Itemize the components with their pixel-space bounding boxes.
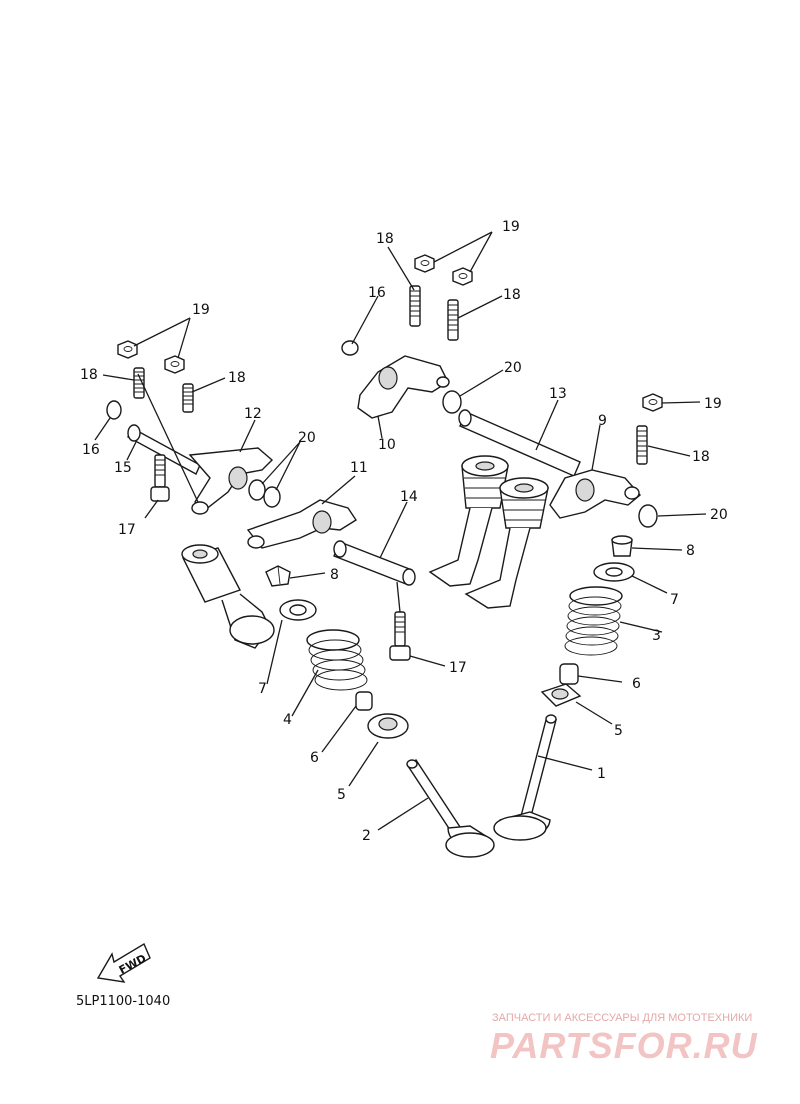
o-ring-20-top — [442, 390, 462, 414]
callout-4: 4 — [283, 712, 292, 728]
rocker-shaft-15 — [127, 424, 201, 475]
exhaust-valve-2 — [406, 758, 495, 858]
tappet-right-a — [428, 455, 509, 587]
callout-1: 1 — [597, 766, 606, 782]
bolt-17-left — [150, 454, 170, 502]
fwd-arrow-icon: FWD — [96, 942, 151, 983]
stud-18-left-a — [133, 367, 145, 399]
callout-14: 14 — [400, 489, 418, 505]
nut-19-left-a — [117, 340, 138, 359]
stud-18-top-a — [409, 285, 421, 327]
nut-19-top-a — [414, 254, 435, 273]
o-ring-20-right — [638, 504, 658, 528]
callout-18: 18 — [80, 367, 98, 383]
callout-8: 8 — [330, 567, 339, 583]
callout-19: 19 — [192, 302, 210, 318]
bolt-17-center — [389, 611, 411, 661]
callout-numbers: 19 18 18 16 15 12 20 17 11 14 8 17 7 4 6… — [80, 219, 728, 844]
spring-retainer-7-right — [593, 562, 635, 582]
valve-spring-4 — [306, 629, 368, 691]
watermark-logo: PARTSFOR.RU — [490, 1025, 758, 1066]
callout-6: 6 — [632, 676, 641, 692]
stud-18-top-b — [447, 299, 459, 341]
callout-20: 20 — [710, 507, 728, 523]
callout-11: 11 — [350, 460, 368, 476]
callout-5: 5 — [337, 787, 346, 803]
diagram-code: 5LP1100-1040 — [76, 994, 170, 1009]
rocker-arm-10 — [357, 355, 450, 419]
callout-3: 3 — [652, 628, 661, 644]
collet-8-left — [265, 565, 291, 587]
leader-lines — [94, 231, 707, 831]
callout-18: 18 — [692, 449, 710, 465]
o-ring-20-left-a — [248, 479, 266, 501]
callout-18: 18 — [376, 231, 394, 247]
stud-18-right — [636, 425, 648, 465]
callout-7: 7 — [258, 681, 267, 697]
callout-9: 9 — [598, 413, 607, 429]
watermark-tagline: ЗАПЧАСТИ И АКСЕССУАРЫ ДЛЯ МОТОТЕХНИКИ — [492, 1012, 752, 1024]
callout-8: 8 — [686, 543, 695, 559]
o-ring-20-left-b — [263, 486, 281, 508]
callout-19: 19 — [502, 219, 520, 235]
nut-19-left-b — [164, 355, 185, 374]
callout-6: 6 — [310, 750, 319, 766]
nut-19-top-b — [452, 267, 473, 286]
rocker-arm-12 — [188, 447, 274, 515]
callout-20: 20 — [298, 430, 316, 446]
callout-19: 19 — [704, 396, 722, 412]
valve-spring-3 — [564, 586, 623, 656]
callout-2: 2 — [362, 828, 371, 844]
callout-15: 15 — [114, 460, 132, 476]
tappet-left — [181, 544, 275, 649]
tappet-right-b — [464, 477, 549, 609]
callout-16: 16 — [82, 442, 100, 458]
o-ring-16-top — [341, 340, 359, 356]
rocker-arm-11 — [246, 499, 357, 549]
rocker-arm-9 — [549, 469, 642, 519]
spring-seat-5-right — [540, 683, 582, 707]
callout-20: 20 — [504, 360, 522, 376]
callout-18: 18 — [503, 287, 521, 303]
callout-17: 17 — [449, 660, 467, 676]
callout-7: 7 — [670, 592, 679, 608]
spring-seat-5-left — [367, 713, 409, 739]
valve-stem-seal-6-left — [355, 691, 373, 711]
intake-valve-1 — [493, 714, 557, 841]
collet-8-right — [611, 535, 633, 557]
callout-5: 5 — [614, 723, 623, 739]
callout-17: 17 — [118, 522, 136, 538]
callout-13: 13 — [549, 386, 567, 402]
nut-19-right — [642, 393, 663, 412]
callout-16: 16 — [368, 285, 386, 301]
stud-18-left-b — [182, 383, 194, 413]
watermark: ЗАПЧАСТИ И АКСЕССУАРЫ ДЛЯ МОТОТЕХНИКИ PA… — [490, 1012, 758, 1066]
callout-18: 18 — [228, 370, 246, 386]
spring-retainer-7-left — [279, 599, 317, 621]
o-ring-16-left — [106, 400, 122, 420]
valve-stem-seal-6-right — [559, 663, 579, 685]
callout-12: 12 — [244, 406, 262, 422]
callout-10: 10 — [378, 437, 396, 453]
rocker-shaft-14 — [333, 540, 416, 586]
